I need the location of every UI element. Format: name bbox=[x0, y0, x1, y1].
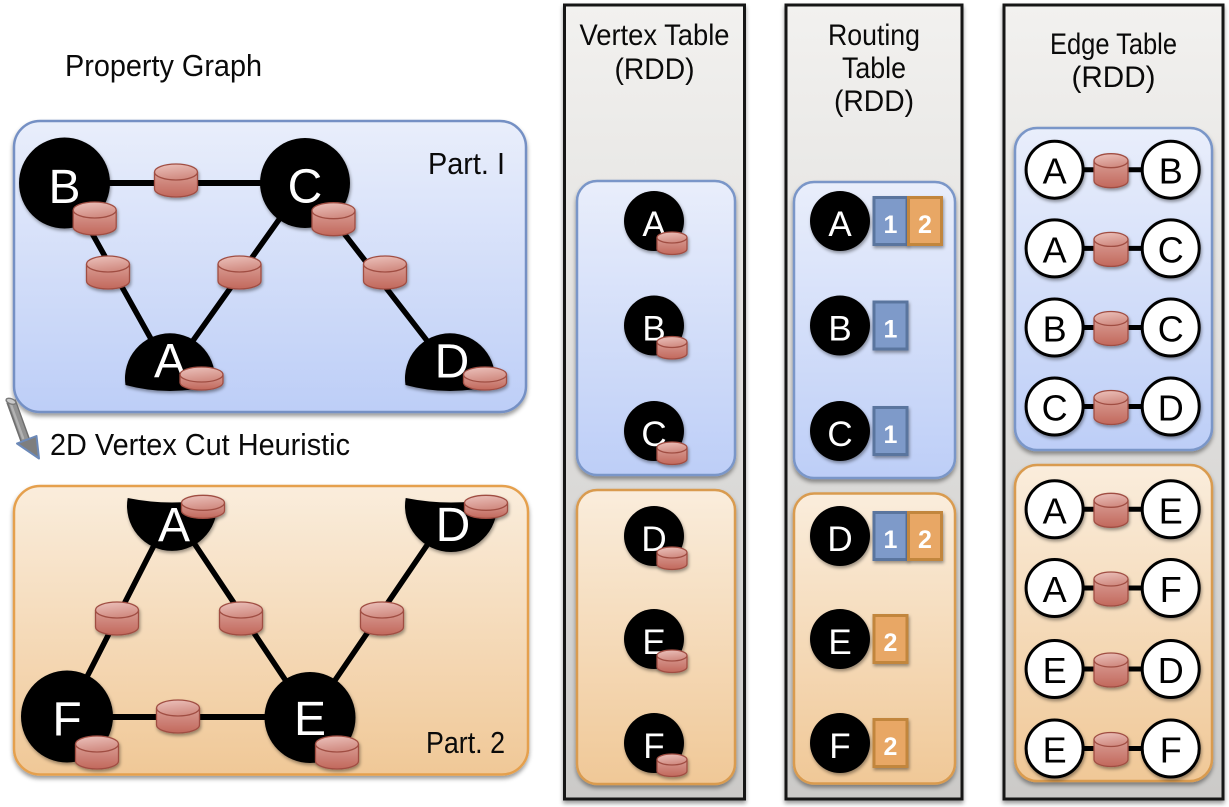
svg-text:C: C bbox=[288, 161, 323, 214]
svg-text:D: D bbox=[1158, 388, 1184, 429]
svg-text:A: A bbox=[1043, 569, 1067, 610]
svg-text:1: 1 bbox=[884, 316, 898, 344]
svg-text:B: B bbox=[1159, 151, 1183, 192]
svg-text:E: E bbox=[294, 693, 326, 746]
svg-text:A: A bbox=[828, 205, 852, 244]
svg-text:E: E bbox=[1043, 730, 1067, 771]
svg-text:D: D bbox=[1158, 650, 1184, 691]
svg-text:F: F bbox=[1160, 569, 1182, 610]
svg-text:Vertex Table: Vertex Table bbox=[580, 19, 730, 52]
svg-text:1: 1 bbox=[884, 526, 898, 554]
svg-text:A: A bbox=[1043, 229, 1067, 270]
svg-text:2D Vertex Cut Heuristic: 2D Vertex Cut Heuristic bbox=[50, 427, 350, 462]
svg-text:2: 2 bbox=[918, 211, 932, 239]
svg-text:2: 2 bbox=[918, 526, 932, 554]
svg-text:Edge Table: Edge Table bbox=[1050, 28, 1177, 61]
svg-text:F: F bbox=[829, 727, 850, 766]
svg-text:Part. I: Part. I bbox=[428, 146, 505, 181]
svg-text:B: B bbox=[828, 310, 851, 349]
svg-text:E: E bbox=[1043, 650, 1067, 691]
svg-text:C: C bbox=[1158, 229, 1184, 270]
svg-text:2: 2 bbox=[884, 629, 898, 657]
svg-text:B: B bbox=[48, 161, 80, 214]
svg-text:Routing: Routing bbox=[828, 19, 920, 52]
svg-text:A: A bbox=[1043, 490, 1067, 531]
svg-text:(RDD): (RDD) bbox=[834, 85, 914, 118]
svg-text:E: E bbox=[828, 623, 851, 662]
svg-text:1: 1 bbox=[884, 421, 898, 449]
svg-text:2: 2 bbox=[884, 733, 898, 761]
svg-text:Property Graph: Property Graph bbox=[65, 48, 262, 83]
svg-text:Table: Table bbox=[842, 52, 906, 85]
svg-text:(RDD): (RDD) bbox=[615, 53, 695, 86]
svg-text:D: D bbox=[827, 520, 852, 559]
svg-text:(RDD): (RDD) bbox=[1072, 61, 1156, 94]
svg-text:Part. 2: Part. 2 bbox=[426, 725, 505, 760]
svg-text:1: 1 bbox=[884, 211, 898, 239]
svg-text:C: C bbox=[827, 415, 852, 454]
svg-text:C: C bbox=[1158, 309, 1184, 350]
svg-text:E: E bbox=[1159, 490, 1183, 531]
svg-text:F: F bbox=[1160, 730, 1182, 771]
svg-text:F: F bbox=[52, 694, 81, 747]
svg-text:B: B bbox=[1043, 309, 1067, 350]
svg-text:A: A bbox=[1043, 151, 1067, 192]
svg-text:C: C bbox=[1042, 388, 1068, 429]
